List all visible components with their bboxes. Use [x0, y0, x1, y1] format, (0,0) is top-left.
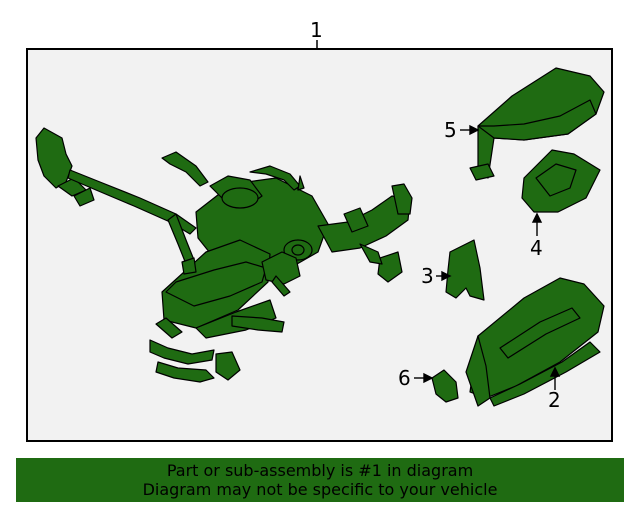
part-3-small-cover: [445, 239, 485, 301]
callout-1: 1: [310, 18, 323, 42]
callout-5-arrowhead: [469, 124, 480, 136]
part-5-upper-cover: [469, 67, 605, 181]
banner-line-1: Part or sub-assembly is #1 in diagram: [166, 461, 474, 480]
callout-arrows: [414, 124, 561, 390]
part-4-bracket: [521, 149, 601, 213]
callout-6-arrowhead: [423, 372, 434, 384]
part-6-clip: [431, 369, 459, 403]
banner-line-2: Diagram may not be specific to your vehi…: [142, 480, 498, 499]
callout-6: 6: [398, 366, 411, 390]
callout-3-arrowhead: [441, 270, 452, 282]
callout-2-arrowhead: [549, 366, 561, 377]
callout-3: 3: [421, 264, 434, 288]
callout-5: 5: [444, 118, 457, 142]
callout-4: 4: [530, 236, 543, 260]
callout-2: 2: [548, 388, 561, 412]
part-2-lower-cover: [465, 277, 605, 407]
diagram-notice-banner: Part or sub-assembly is #1 in diagram Di…: [16, 458, 624, 502]
part-1-column-assembly: [35, 127, 413, 383]
callout-4-arrowhead: [531, 212, 543, 223]
